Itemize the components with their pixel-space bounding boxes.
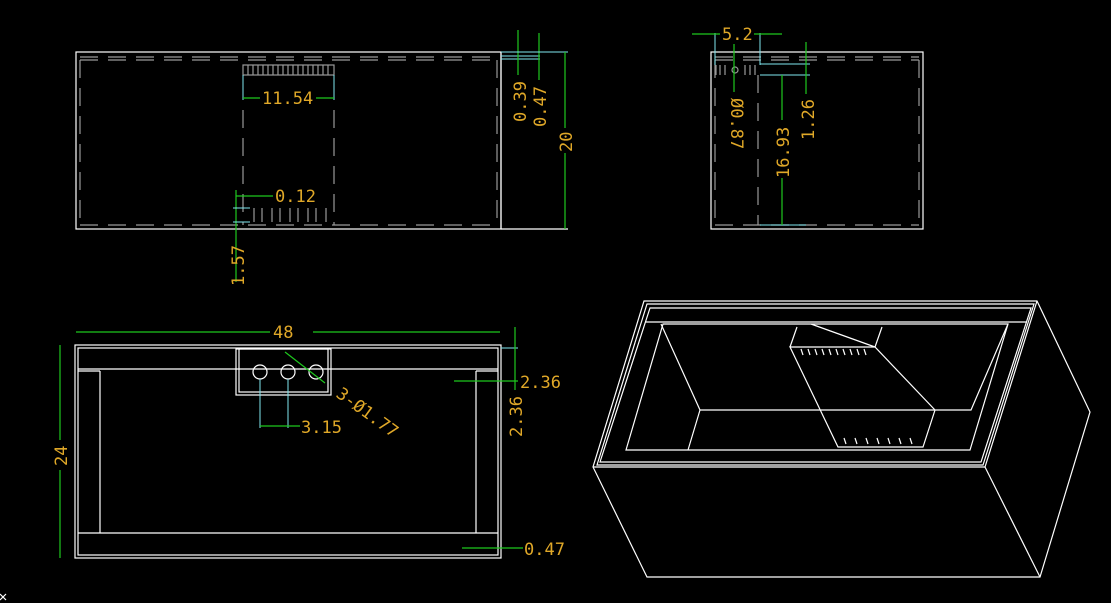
ucs-icon	[0, 593, 7, 601]
top-view: 48 24 2.36 2.36 3.15 3-Ø1.77 0.47	[52, 323, 565, 560]
dim-2-36: 2.36	[520, 373, 561, 393]
dim-1-26: 1.26	[799, 99, 819, 140]
dim-dia-0-87: Ø0.87	[726, 98, 746, 149]
dim-1-57: 1.57	[229, 245, 249, 286]
dim-16-93: 16.93	[774, 127, 794, 178]
dim-0-39: 0.39	[511, 81, 531, 122]
dim-3-15: 3.15	[301, 418, 342, 438]
dim-24: 24	[52, 446, 72, 466]
dim-0-47: 0.47	[531, 86, 551, 127]
pin-comb-top	[247, 65, 329, 75]
dim-20: 20	[557, 132, 577, 152]
dim-0-12: 0.12	[275, 187, 316, 207]
dim-0-47-wall: 0.47	[524, 540, 565, 560]
side-view: 5.2 Ø0.87 1.26 16.93	[692, 25, 924, 230]
dim-11-54: 11.54	[262, 89, 313, 109]
front-view: 11.54 0.12 1.57 0.39 0.47 20	[75, 30, 577, 286]
isometric-view	[592, 300, 1091, 578]
dim-5-2: 5.2	[722, 25, 753, 45]
dim-2-36-vertical: 2.36	[507, 396, 527, 437]
dim-48: 48	[273, 323, 293, 343]
dim-holes-3-dia-1-77: 3-Ø1.77	[332, 384, 402, 442]
